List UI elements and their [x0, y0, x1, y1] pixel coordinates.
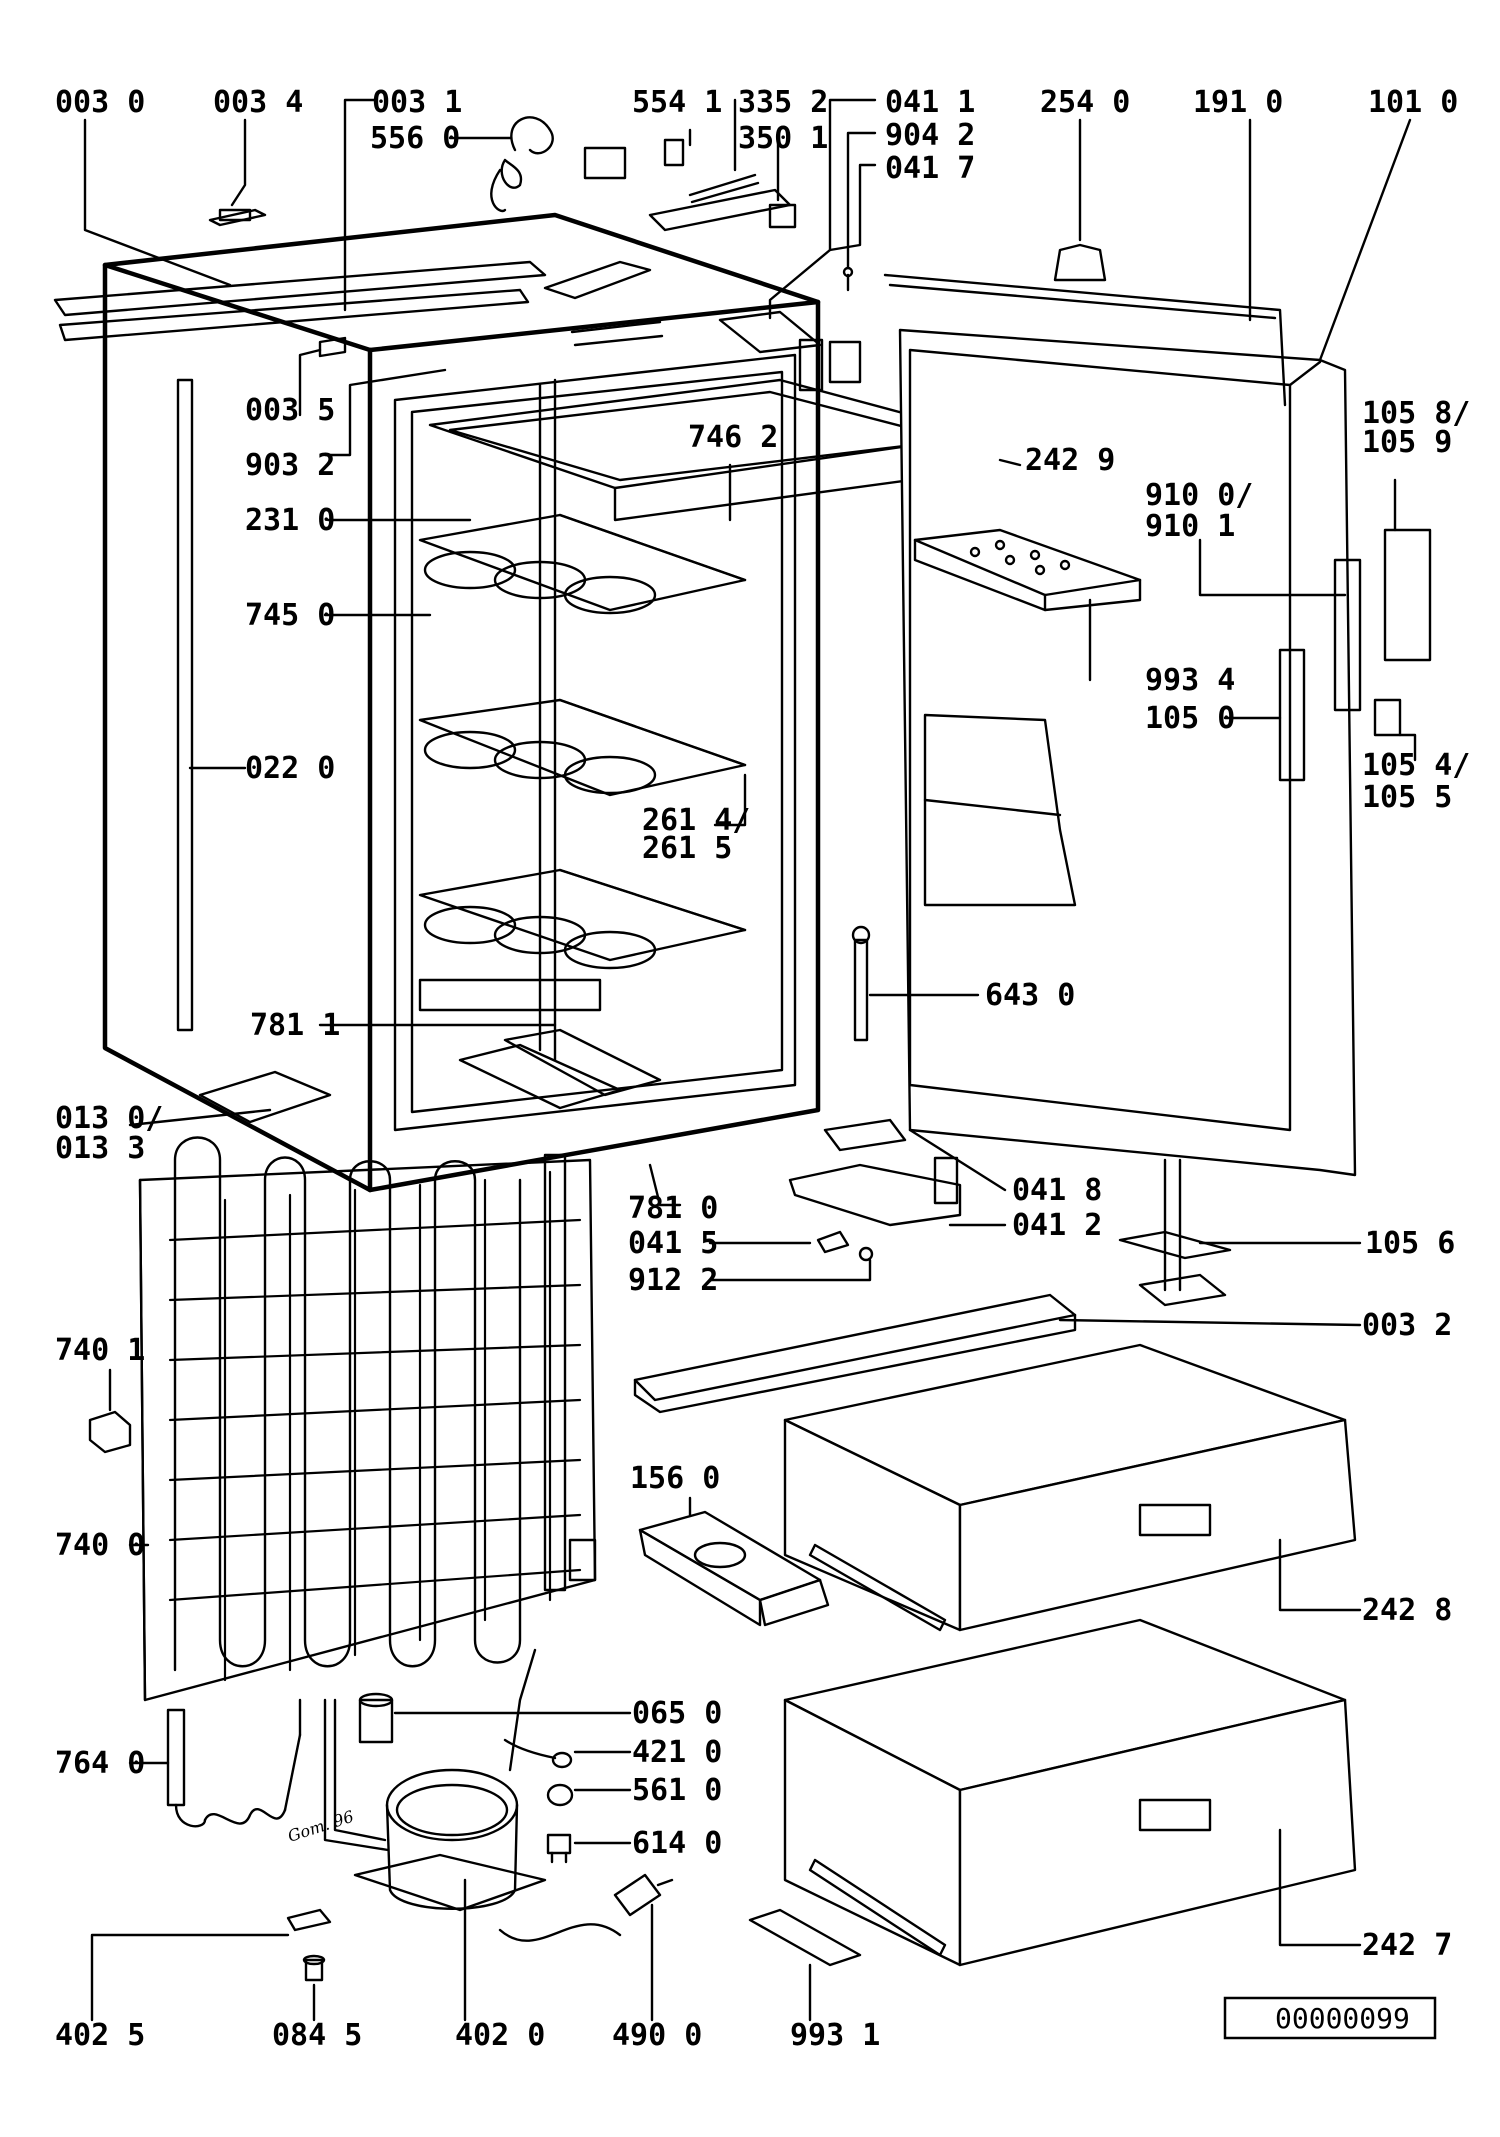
document-id: 00000099: [1275, 2002, 1410, 2035]
drafter-signature: Gom. 96: [285, 1807, 356, 1846]
part-label: 421 0: [632, 1735, 722, 1770]
part-label: 740 0: [55, 1528, 145, 1563]
part-label: 993 4: [1145, 663, 1235, 698]
part-label: 003 2: [1362, 1308, 1452, 1343]
document-id-box: 00000099: [1223, 1996, 1437, 2040]
part-label: 254 0: [1040, 85, 1130, 120]
part-label: 335 2: [738, 85, 828, 120]
wire-shelves: [418, 513, 747, 1012]
door: [851, 273, 1432, 1177]
part-label: 105 0: [1145, 701, 1235, 736]
part-label: 261 5: [642, 831, 732, 866]
part-label: 903 2: [245, 448, 335, 483]
part-label: 740 1: [55, 1333, 145, 1368]
part-label: 764 0: [55, 1746, 145, 1781]
part-label: 912 2: [628, 1263, 718, 1298]
part-label: 041 1: [885, 85, 975, 120]
part-label: 105 8/: [1362, 396, 1470, 431]
part-label: 910 0/: [1145, 478, 1253, 513]
part-label: 350 1: [738, 121, 828, 156]
part-label: 013 3: [55, 1131, 145, 1166]
condenser-and-compressor: [88, 1136, 674, 1982]
part-label: 402 0: [455, 2018, 545, 2053]
part-label: 105 9: [1362, 425, 1452, 460]
part-label: 101 0: [1368, 85, 1458, 120]
part-label: 041 8: [1012, 1173, 1102, 1208]
cabinet-body: [53, 208, 987, 1193]
part-label: 643 0: [985, 978, 1075, 1013]
part-label: 242 9: [1025, 443, 1115, 478]
part-label: 746 2: [688, 420, 778, 455]
part-label: 003 1: [372, 85, 462, 120]
lower-right-parts: [633, 1118, 1357, 1967]
part-label: 242 8: [1362, 1593, 1452, 1628]
part-label: 105 5: [1362, 780, 1452, 815]
part-label: 556 0: [370, 121, 460, 156]
part-label: 041 2: [1012, 1208, 1102, 1243]
leader-lines: [83, 98, 1417, 2022]
part-label: 231 0: [245, 503, 335, 538]
part-label: 041 5: [628, 1226, 718, 1261]
part-label: 614 0: [632, 1826, 722, 1861]
part-label: 156 0: [630, 1461, 720, 1496]
part-label: 105 4/: [1362, 748, 1470, 783]
part-label: 022 0: [245, 751, 335, 786]
part-label: 781 1: [250, 1008, 340, 1043]
part-label: 013 0/: [55, 1101, 163, 1136]
part-label: 003 0: [55, 85, 145, 120]
part-label: 261 4/: [642, 803, 750, 838]
part-label: 084 5: [272, 2018, 362, 2053]
part-label: 402 5: [55, 2018, 145, 2053]
part-label: 490 0: [612, 2018, 702, 2053]
refrigerator-exploded-drawing: [53, 98, 1432, 2022]
part-label: 904 2: [885, 118, 975, 153]
part-labels: 003 0 003 4 003 1 556 0 554 1 335 2 350 …: [55, 85, 1470, 2053]
part-label: 781 0: [628, 1191, 718, 1226]
part-label: 745 0: [245, 598, 335, 633]
part-label: 242 7: [1362, 1928, 1452, 1963]
part-label: 105 6: [1365, 1226, 1455, 1261]
part-label: 993 1: [790, 2018, 880, 2053]
part-label: 191 0: [1193, 85, 1283, 120]
part-label: 561 0: [632, 1773, 722, 1808]
part-label: 554 1: [632, 85, 722, 120]
part-label: 041 7: [885, 151, 975, 186]
part-label: 003 4: [213, 85, 303, 120]
part-label: 910 1: [1145, 509, 1235, 544]
top-parts: [208, 116, 1107, 392]
part-label: 065 0: [632, 1696, 722, 1731]
part-label: 003 5: [245, 393, 335, 428]
